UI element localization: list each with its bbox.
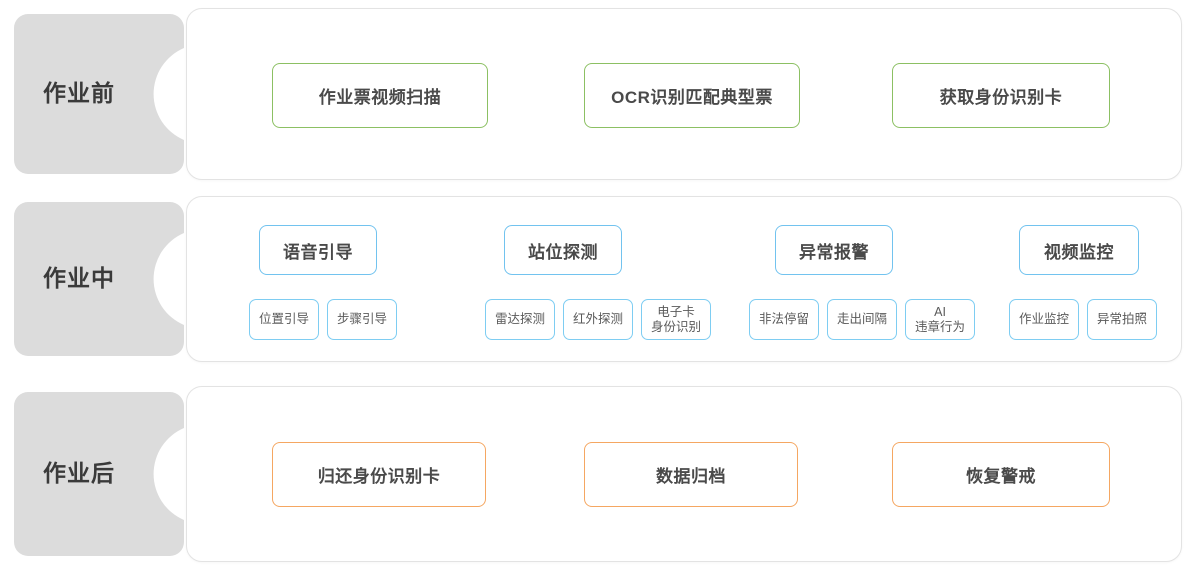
task-box-label: 归还身份识别卡 <box>317 467 441 486</box>
chip-line-1: 位置引导 <box>259 312 310 327</box>
task-box-post-2[interactable]: 恢复警戒 <box>892 442 1110 507</box>
chip-video-0[interactable]: 作业监控 <box>1009 299 1080 340</box>
capability-group-voice: 语音引导 位置引导 步骤引导 <box>249 197 439 361</box>
chip-alarm-1[interactable]: 走出间隔 <box>827 299 898 340</box>
group-head-alarm[interactable]: 异常报警 <box>775 225 893 275</box>
chip-line-1: 雷达探测 <box>495 312 546 327</box>
chip-line-1: 红外探测 <box>573 312 624 327</box>
chip-voice-0[interactable]: 位置引导 <box>249 299 320 340</box>
task-box-post-1[interactable]: 数据归档 <box>584 442 798 507</box>
chip-line-1: AI <box>934 304 946 319</box>
chip-voice-1[interactable]: 步骤引导 <box>327 299 398 340</box>
phase-panel-post: 归还身份识别卡 数据归档 恢复警戒 <box>186 386 1182 562</box>
phase-row-pre: 作业票视频扫描 OCR识别匹配典型票 获取身份识别卡 作业前 <box>0 8 1200 180</box>
group-head-position[interactable]: 站位探测 <box>504 225 622 275</box>
task-box-label: 数据归档 <box>656 467 726 486</box>
task-box-label: 恢复警戒 <box>966 467 1036 486</box>
chip-line-1: 电子卡 <box>657 304 695 319</box>
chip-position-0[interactable]: 雷达探测 <box>485 299 556 340</box>
task-box-label: 获取身份识别卡 <box>939 88 1063 107</box>
chip-line-1: 异常拍照 <box>1097 312 1148 327</box>
chip-alarm-0[interactable]: 非法停留 <box>749 299 820 340</box>
capability-group-alarm: 异常报警 非法停留 走出间隔 AI 违章行为 <box>697 197 976 361</box>
chip-line-1: 作业监控 <box>1019 312 1070 327</box>
task-box-post-0[interactable]: 归还身份识别卡 <box>272 442 486 507</box>
chip-row-voice: 位置引导 步骤引导 <box>249 299 398 340</box>
group-head-label: 视频监控 <box>1044 242 1114 262</box>
capability-group-position: 站位探测 雷达探测 红外探测 电子卡 身份识别 <box>435 197 712 361</box>
group-head-video[interactable]: 视频监控 <box>1019 225 1139 275</box>
phase-tab-post: 作业后 <box>14 392 184 556</box>
group-head-label: 语音引导 <box>283 242 353 262</box>
chip-position-2[interactable]: 电子卡 身份识别 <box>641 299 712 340</box>
phase-tab-mid: 作业中 <box>14 202 184 356</box>
task-box-label: 作业票视频扫描 <box>318 88 442 107</box>
group-head-voice[interactable]: 语音引导 <box>259 225 377 275</box>
capability-group-video: 视频监控 作业监控 异常拍照 <box>987 197 1187 361</box>
chip-line-1: 走出间隔 <box>837 312 888 327</box>
phase-tab-shape <box>14 14 184 174</box>
chip-line-1: 步骤引导 <box>337 312 388 327</box>
phase-panel-mid: 语音引导 位置引导 步骤引导 站位探测 雷达探测 <box>186 196 1182 362</box>
task-box-pre-1[interactable]: OCR识别匹配典型票 <box>584 63 800 128</box>
task-box-label: OCR识别匹配典型票 <box>611 88 773 107</box>
task-box-pre-0[interactable]: 作业票视频扫描 <box>272 63 488 128</box>
phase-panel-pre: 作业票视频扫描 OCR识别匹配典型票 获取身份识别卡 <box>186 8 1182 180</box>
group-head-label: 异常报警 <box>799 242 869 262</box>
group-head-label: 站位探测 <box>528 242 598 262</box>
chip-line-2: 身份识别 <box>651 319 702 334</box>
chip-line-2: 违章行为 <box>915 319 966 334</box>
phase-row-mid: 语音引导 位置引导 步骤引导 站位探测 雷达探测 <box>0 196 1200 362</box>
phase-row-post: 归还身份识别卡 数据归档 恢复警戒 作业后 <box>0 386 1200 562</box>
phase-tab-pre: 作业前 <box>14 14 184 174</box>
chip-row-alarm: 非法停留 走出间隔 AI 违章行为 <box>749 299 976 340</box>
task-box-pre-2[interactable]: 获取身份识别卡 <box>892 63 1110 128</box>
chip-alarm-2[interactable]: AI 违章行为 <box>905 299 976 340</box>
chip-position-1[interactable]: 红外探测 <box>563 299 634 340</box>
phase-tab-shape <box>14 202 184 356</box>
chip-row-position: 雷达探测 红外探测 电子卡 身份识别 <box>485 299 712 340</box>
chip-line-1: 非法停留 <box>759 312 810 327</box>
chip-row-video: 作业监控 异常拍照 <box>1009 299 1158 340</box>
chip-video-1[interactable]: 异常拍照 <box>1087 299 1158 340</box>
phase-tab-shape <box>14 392 184 556</box>
